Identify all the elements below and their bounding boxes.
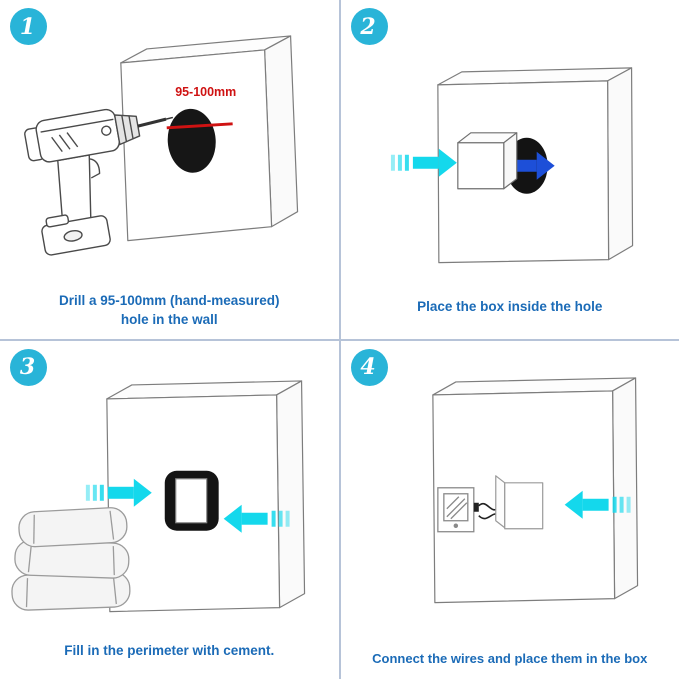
wall-plate	[436, 486, 479, 532]
cement-bags	[11, 506, 131, 611]
step-1-badge: 1	[10, 8, 47, 45]
step-panel-4: 4	[340, 340, 679, 679]
step-3-number: 3	[19, 354, 36, 380]
step-panel-3: 3	[0, 340, 339, 679]
embedded-box	[175, 477, 208, 523]
step-2-illustration	[390, 67, 633, 264]
caption-line: Connect the wires and place them in the …	[372, 650, 648, 666]
open-box	[494, 474, 543, 529]
step-4-illustration	[431, 376, 638, 603]
step-1-illustration: 95-100mm	[24, 35, 299, 256]
caption-line: hole in the wall	[120, 311, 218, 327]
step-1-number: 1	[19, 13, 36, 40]
step-2-number: 2	[360, 13, 376, 40]
measure-line	[166, 122, 233, 130]
junction-box-cube	[456, 132, 517, 190]
arrow-right-icon	[390, 148, 457, 177]
step-4-badge: 4	[350, 348, 388, 386]
caption-line: Drill a 95-100mm (hand-measured)	[58, 292, 280, 308]
step-4-number: 4	[360, 354, 376, 380]
drill-icon	[24, 108, 174, 256]
step-3-illustration	[11, 379, 306, 612]
arrow-left-icon	[223, 504, 290, 533]
step-panel-1: 1 95-100mm	[0, 0, 339, 339]
step-panel-2: 2	[340, 0, 679, 339]
step-1-caption: Drill a 95-100mm (hand-measured) hole in…	[0, 292, 339, 330]
step-4-caption: Connect the wires and place them in the …	[341, 650, 679, 668]
step-2-caption: Place the box inside the hole	[341, 298, 679, 317]
caption-line: Place the box inside the hole	[417, 298, 603, 314]
step-3-badge: 3	[10, 348, 47, 386]
arrow-right-icon	[85, 478, 152, 507]
arrow-left-icon	[564, 490, 631, 519]
step-2-badge: 2	[350, 8, 388, 45]
caption-line: Fill in the perimeter with cement.	[64, 643, 275, 659]
measure-label: 95-100mm	[175, 85, 236, 99]
step-3-caption: Fill in the perimeter with cement.	[0, 642, 339, 661]
